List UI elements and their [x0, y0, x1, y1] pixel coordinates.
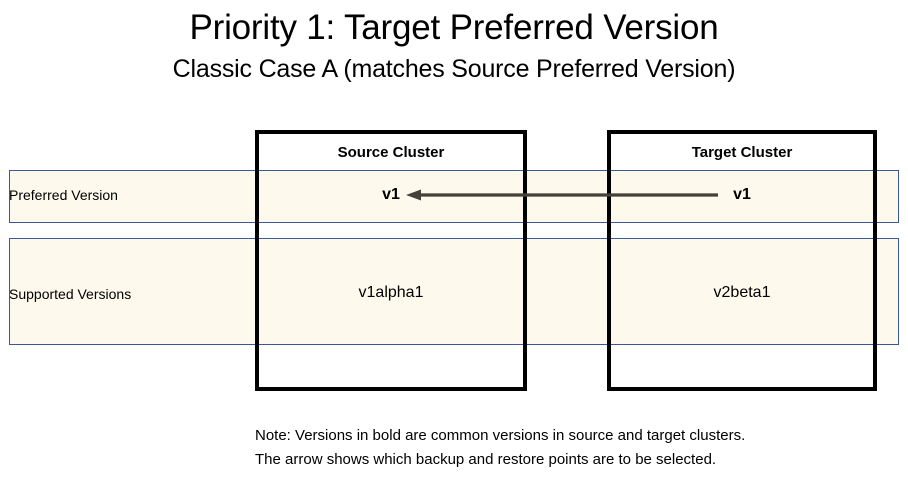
- footnote-line-1: Note: Versions in bold are common versio…: [255, 427, 746, 444]
- source-cluster-box: Source Cluster: [255, 130, 527, 391]
- row-label-supported-versions: Supported Versions: [9, 286, 132, 302]
- page-title: Priority 1: Target Preferred Version: [189, 8, 719, 47]
- row-band-supported-versions: [9, 238, 899, 345]
- footnote-line-2: The arrow shows which backup and restore…: [255, 451, 717, 468]
- footnote: Note: Versions in bold are common versio…: [255, 424, 895, 472]
- target-cluster-box: Target Cluster: [607, 130, 877, 391]
- cell-source-supported-versions: v1alpha1: [358, 284, 424, 301]
- target-cluster-header: Target Cluster: [691, 144, 793, 161]
- row-label-preferred-version: Preferred Version: [9, 187, 118, 203]
- cell-target-preferred-version: v1: [733, 186, 751, 203]
- page-subtitle: Classic Case A (matches Source Preferred…: [172, 55, 736, 83]
- cell-target-supported-versions: v2beta1: [713, 284, 771, 301]
- source-cluster-header: Source Cluster: [337, 144, 445, 161]
- cell-source-preferred-version: v1: [382, 186, 400, 203]
